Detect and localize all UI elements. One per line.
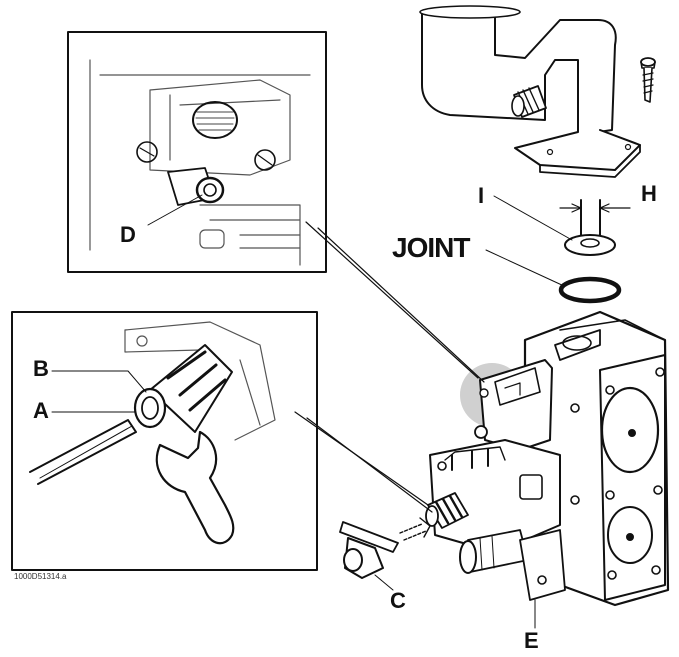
label-d: D	[120, 222, 136, 247]
label-e: E	[524, 628, 539, 653]
inset-d-panel	[67, 31, 327, 273]
label-joint: JOINT	[392, 232, 470, 263]
reference-code: 1000D51314.a	[14, 572, 67, 581]
screw	[640, 57, 656, 103]
label-c: C	[390, 588, 406, 613]
part-c-fitting	[339, 521, 399, 591]
label-a: A	[33, 398, 49, 423]
assembly-arrow	[399, 517, 431, 541]
pipe-elbow	[419, 5, 641, 178]
o-ring-joint	[485, 249, 622, 304]
inset-ab-panel	[11, 311, 318, 571]
leader-lines	[294, 221, 485, 513]
gas-valve	[425, 310, 670, 607]
label-i: I	[478, 183, 485, 208]
washer-i	[493, 195, 631, 256]
label-h: H	[641, 181, 657, 206]
label-b: B	[33, 356, 49, 381]
